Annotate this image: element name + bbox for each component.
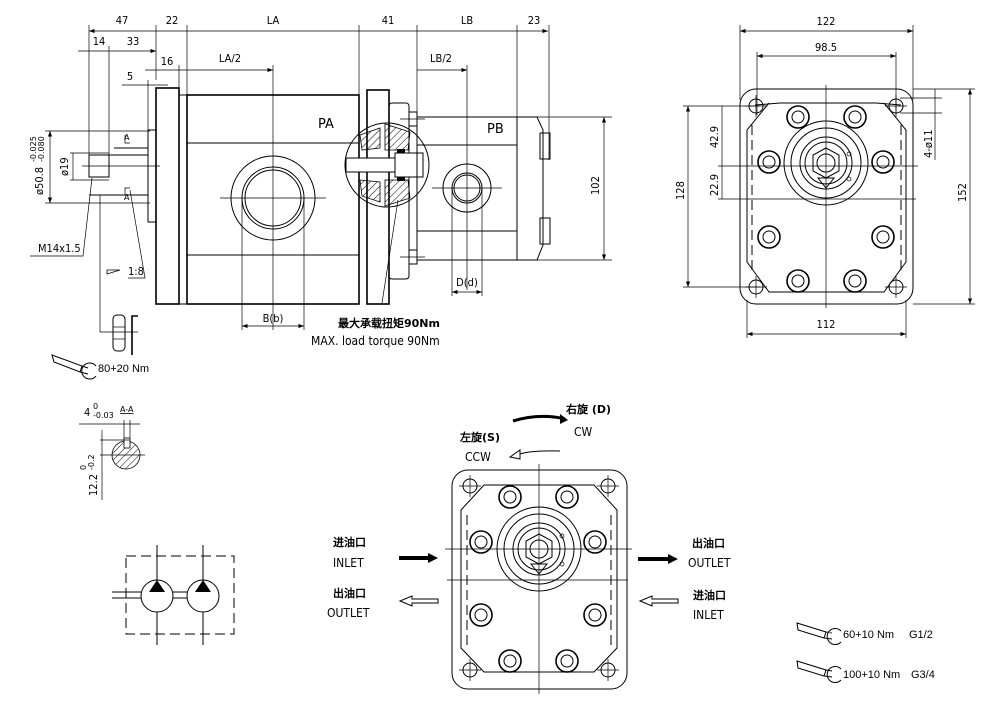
bolts: [757, 105, 895, 293]
left-inlet-en: INLET: [333, 556, 364, 570]
dim-41: 41: [382, 14, 395, 27]
key-height: 12.2: [87, 474, 100, 496]
height-152: 152: [956, 183, 969, 202]
ccw-label-cn: 左旋(S): [459, 430, 500, 444]
torque-value: 60+10 Nm: [843, 629, 894, 641]
key-h-tol-lower: -0.2: [87, 454, 96, 470]
hole-spec: 4-ø11: [922, 129, 935, 158]
dim-23: 23: [528, 14, 541, 27]
port-a-dimension: B(b): [263, 312, 284, 325]
shaft-tol-lower: -0.080: [37, 136, 46, 162]
right-outlet-en: OUTLET: [688, 556, 731, 570]
side-view: 47 22 LA 41 LB 23 14 33 16 LA/2 5 LB/2: [29, 14, 612, 380]
max-torque-en: MAX. load torque 90Nm: [311, 334, 440, 348]
max-torque-cn: 最大承载扭矩90Nm: [338, 316, 440, 330]
torque-value: 100+10 Nm: [843, 669, 900, 681]
port-b-dimension: D(d): [456, 276, 478, 289]
front-mounting-holes: [459, 475, 619, 681]
section-mark-a-bottom: A: [124, 193, 130, 202]
cw-label-en: CW: [574, 425, 593, 439]
width-122: 122: [817, 15, 836, 28]
right-inlet-en: INLET: [693, 608, 724, 622]
wrench-icon: [796, 660, 842, 683]
hydraulic-symbol: [112, 545, 235, 645]
front-bolts: [469, 485, 607, 673]
taper-ratio: 1:8: [128, 265, 144, 278]
dim-42-9: 42.9: [708, 126, 721, 148]
height-128: 128: [674, 181, 687, 200]
key-tol-upper: 0: [93, 402, 98, 411]
key-h-tol-upper: 0: [79, 465, 88, 470]
dim-lb: LB: [461, 14, 474, 27]
section-mark-a-top: A: [124, 133, 130, 142]
dim-14: 14: [93, 35, 106, 48]
width-98-5: 98.5: [815, 41, 837, 54]
key-tol-lower: -0.03: [93, 411, 114, 420]
cw-label-cn: 右旋 (D): [565, 402, 611, 416]
dim-47: 47: [116, 14, 129, 27]
nut-torque: 80+20 Nm: [98, 363, 149, 375]
section-a-label: PA: [318, 117, 334, 132]
dim-5: 5: [127, 70, 133, 83]
left-outlet-cn: 出油口: [333, 586, 366, 600]
wrench-icon: [51, 354, 97, 380]
key-section: 4 0 -0.03 A-A 12.2 0 -0.2: [79, 402, 145, 500]
front-view: 右旋 (D) CW 左旋(S) CCW: [327, 402, 731, 694]
inlet-arrow-right: [638, 595, 679, 607]
outlet-arrow-left: [398, 595, 439, 607]
section-label: A-A: [120, 405, 134, 414]
torque-table: 60+10 Nm G1/2 100+10 Nm G3/4: [796, 622, 935, 683]
width-112: 112: [817, 318, 836, 331]
sectional-detail: [344, 122, 430, 208]
thread-size: G3/4: [911, 669, 935, 681]
dim-22: 22: [166, 14, 179, 27]
dim-33: 33: [127, 35, 140, 48]
right-outlet-cn: 出油口: [692, 536, 725, 550]
dim-lb-half: LB/2: [430, 52, 452, 65]
mounting-holes: [745, 95, 907, 298]
torque-row: 60+10 Nm G1/2: [796, 622, 933, 645]
right-inlet-cn: 进油口: [693, 588, 726, 602]
section-b-label: PB: [487, 122, 504, 137]
height-102: 102: [589, 176, 602, 195]
wrench-icon: [796, 622, 842, 645]
left-outlet-en: OUTLET: [327, 606, 370, 620]
shaft-diameter: ø50.8: [33, 167, 46, 195]
thread-spec: M14x1.5: [38, 242, 81, 255]
dim-la-half: LA/2: [219, 52, 241, 65]
dim-la: LA: [267, 14, 280, 27]
key-width: 4: [84, 406, 90, 419]
torque-row: 100+10 Nm G3/4: [796, 660, 935, 683]
dim-16: 16: [161, 55, 174, 68]
thread-size: G1/2: [909, 629, 933, 641]
ccw-label-en: CCW: [465, 450, 491, 464]
inlet-arrow-left: [399, 553, 438, 563]
outlet-arrow-right: [638, 554, 678, 564]
dim-22-9: 22.9: [708, 174, 721, 196]
left-inlet-cn: 进油口: [333, 535, 366, 549]
shaft-dia-19: ø19: [58, 157, 71, 176]
shaft-tol-upper: -0.025: [29, 136, 38, 162]
end-view: 122 98.5: [674, 15, 975, 338]
